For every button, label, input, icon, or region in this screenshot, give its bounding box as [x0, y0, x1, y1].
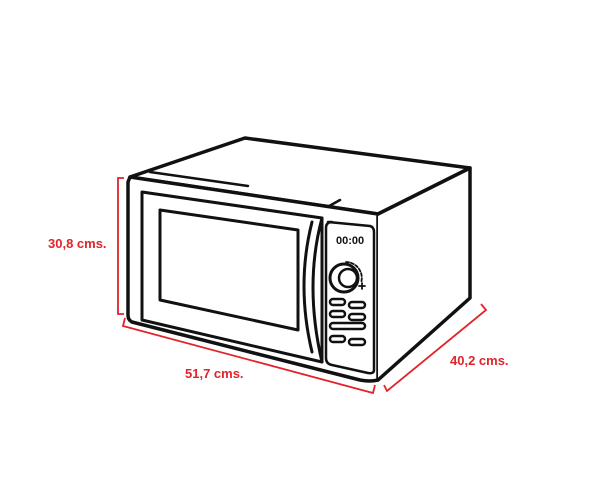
- width-label: 51,7 cms.: [185, 366, 244, 381]
- display-readout: 00:00: [336, 235, 364, 247]
- door-handle: [302, 220, 314, 354]
- microwave-window: [158, 208, 300, 332]
- width-dimension-line: [121, 317, 376, 395]
- depth-label: 40,2 cms.: [450, 353, 509, 368]
- height-dimension-line: [117, 177, 124, 315]
- control-buttons: [328, 297, 367, 347]
- control-panel: [324, 220, 376, 375]
- height-label: 30,8 cms.: [48, 236, 107, 251]
- depth-dimension-line: [383, 303, 488, 393]
- microwave-side: [376, 166, 472, 382]
